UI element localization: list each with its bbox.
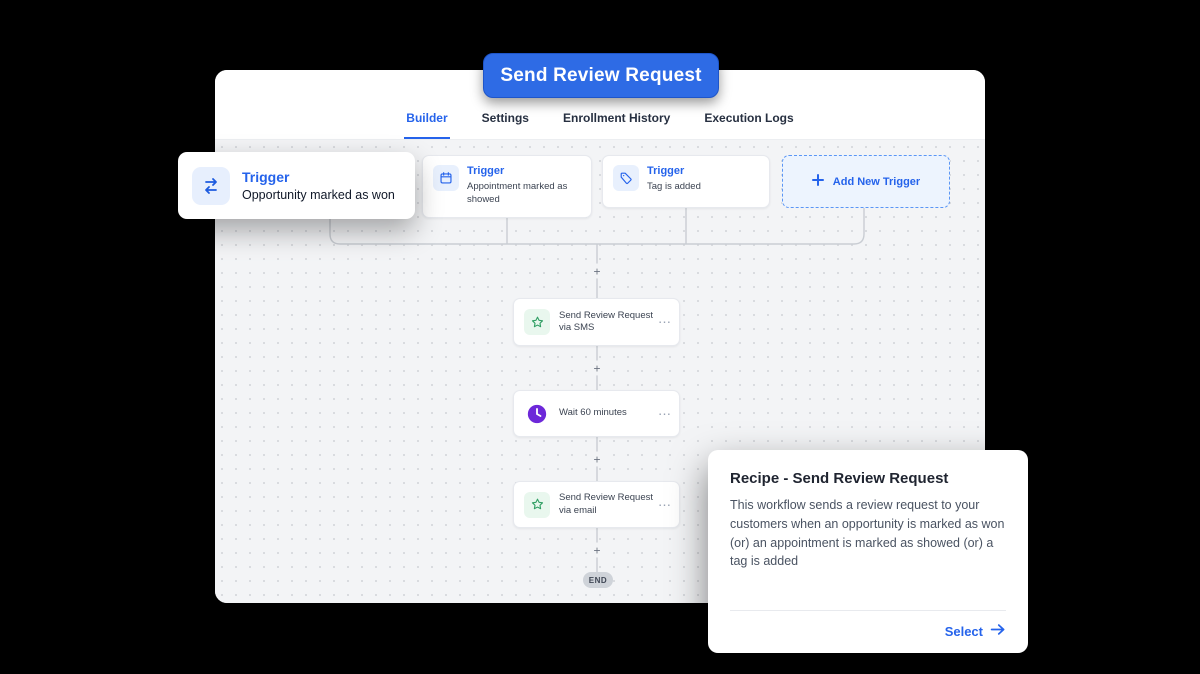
recipe-card: Recipe - Send Review Request This workfl… <box>708 450 1028 653</box>
review-star-icon <box>524 491 550 518</box>
end-badge: END <box>583 572 613 588</box>
plus-icon <box>811 173 824 191</box>
trigger-subtitle: Tag is added <box>647 181 701 193</box>
workflow-title: Send Review Request <box>500 64 702 86</box>
workflow-title-badge: Send Review Request <box>483 53 719 98</box>
trigger-card-opportunity[interactable]: Trigger Opportunity marked as won <box>178 152 415 219</box>
step-card-wait[interactable]: Wait 60 minutes ⋯ <box>513 390 680 437</box>
recipe-footer: Select <box>730 611 1006 639</box>
trigger-subtitle: Appointment marked as showed <box>467 181 568 205</box>
add-step-button[interactable]: + <box>589 542 605 558</box>
recipe-divider <box>730 610 1006 611</box>
step-label: Send Review Request via email <box>559 492 653 516</box>
tab-execution-logs[interactable]: Execution Logs <box>704 111 794 125</box>
step-label: Send Review Request via SMS <box>559 309 653 333</box>
recipe-title: Recipe - Send Review Request <box>730 470 949 487</box>
trigger-title: Trigger <box>647 165 685 177</box>
select-button[interactable]: Select <box>945 623 1006 639</box>
trigger-card-appointment[interactable]: Trigger Appointment marked as showed <box>422 155 592 218</box>
step-menu-button[interactable]: ⋯ <box>658 314 671 330</box>
review-star-icon <box>524 309 550 335</box>
add-step-button[interactable]: + <box>589 451 605 467</box>
trigger-title: Trigger <box>467 165 505 177</box>
trigger-subtitle: Opportunity marked as won <box>242 188 395 203</box>
trigger-card-tag[interactable]: Trigger Tag is added <box>602 155 770 208</box>
add-new-trigger-button[interactable]: Add New Trigger <box>782 155 950 208</box>
tag-icon <box>613 165 639 191</box>
tab-builder[interactable]: Builder <box>404 111 450 139</box>
step-card-sms[interactable]: Send Review Request via SMS ⋯ <box>513 298 680 346</box>
swap-arrows-icon <box>192 166 230 205</box>
add-new-trigger-label: Add New Trigger <box>832 175 921 188</box>
calendar-icon <box>433 165 459 191</box>
step-menu-button[interactable]: ⋯ <box>658 497 671 512</box>
arrow-right-icon <box>990 623 1006 639</box>
clock-icon <box>524 401 550 427</box>
tab-settings[interactable]: Settings <box>481 111 529 125</box>
step-card-email[interactable]: Send Review Request via email ⋯ <box>513 481 680 528</box>
step-label: Wait 60 minutes <box>559 407 627 419</box>
recipe-description: This workflow sends a review request to … <box>730 498 1005 569</box>
tab-enrollment-history[interactable]: Enrollment History <box>562 111 671 125</box>
add-step-button[interactable]: + <box>589 360 605 376</box>
add-step-button[interactable]: + <box>589 263 605 279</box>
trigger-title: Trigger <box>242 168 290 185</box>
select-label: Select <box>944 623 983 639</box>
step-menu-button[interactable]: ⋯ <box>658 406 671 421</box>
